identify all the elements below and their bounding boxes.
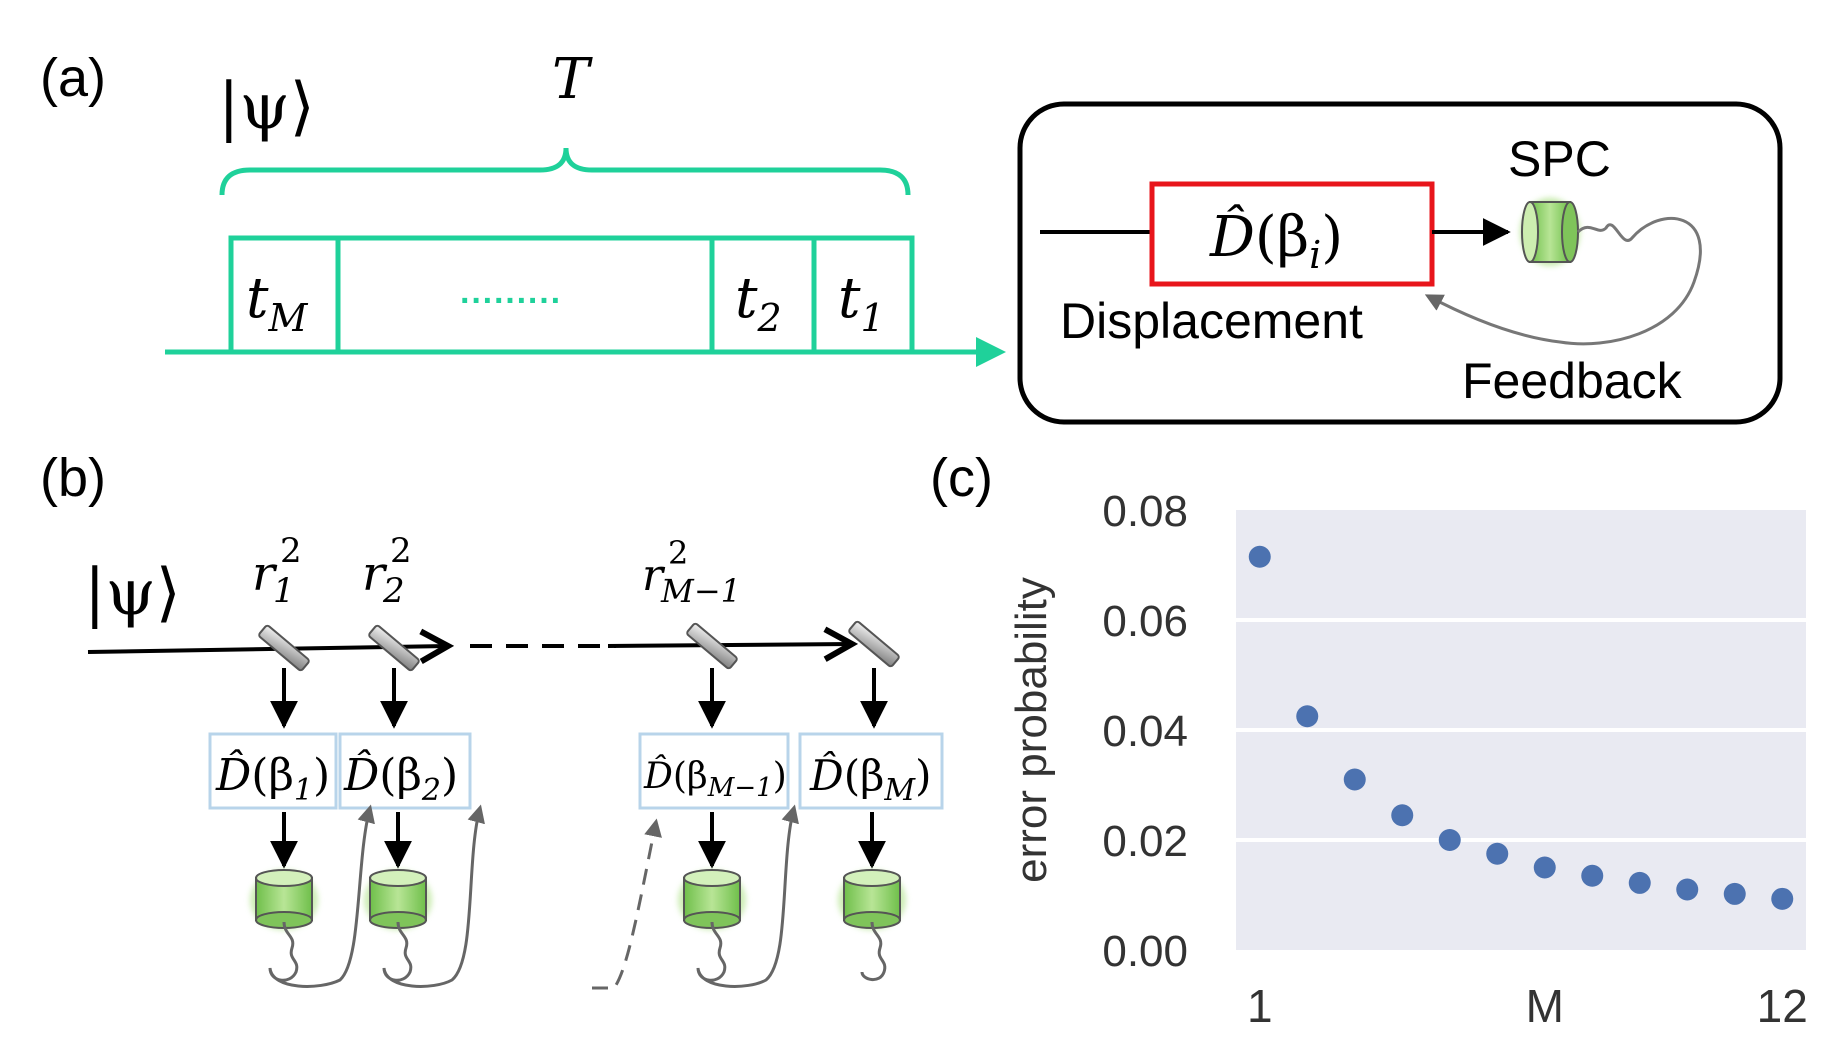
slot-t-1: t1 (838, 266, 885, 340)
optical-path-2 (607, 644, 852, 646)
spc-cable (1424, 217, 1702, 346)
data-point (1628, 871, 1651, 894)
data-points (1248, 545, 1794, 910)
grid-lines (1236, 618, 1806, 842)
svg-text:D̂(βM): D̂(βM) (809, 749, 931, 808)
data-point (1771, 887, 1794, 910)
beam-splitter-icons (258, 620, 900, 672)
slot-ellipsis: ········· (460, 282, 562, 320)
data-point (1391, 804, 1414, 827)
spc-detector-icon (1520, 198, 1580, 266)
panel-a-label: (a) (40, 48, 106, 108)
slot-t-m: tM (246, 266, 309, 340)
time-brace (219, 147, 911, 196)
splitter-sup-1: 2 (280, 531, 302, 571)
slot-t-2: t2 (735, 266, 782, 340)
panel-b-label: (b) (40, 448, 106, 508)
splitter-label-2: r2 (362, 546, 405, 611)
y-axis-label: error probability (1007, 577, 1056, 883)
y-tick-label: 0.02 (1102, 817, 1188, 866)
x-tick-labels: 1 M 12 (1247, 980, 1808, 1032)
displacement-operator: D̂(βi) (1209, 203, 1343, 277)
panel-c: (c) 0.08 0.06 0.04 0.02 0.00 1 M 12 error prob… (930, 448, 1808, 1032)
displacement-stage-1: D̂(β1) (208, 732, 338, 810)
data-point (1296, 705, 1319, 728)
x-tick-label: 12 (1757, 980, 1808, 1032)
data-point (1248, 545, 1271, 568)
data-point (1486, 842, 1509, 865)
displacement-stage-2: D̂(β2) (338, 732, 472, 810)
y-tick-label: 0.08 (1102, 487, 1188, 536)
detector-icons (250, 869, 906, 930)
detector-arrows (270, 812, 886, 869)
displacement-stage-m: D̂(βM) (798, 732, 944, 810)
data-point (1438, 829, 1461, 851)
y-tick-labels: 0.08 0.06 0.04 0.02 0.00 (1102, 487, 1188, 976)
svg-text:D̂(βM−1): D̂(βM−1) (643, 754, 787, 803)
panel-a-state-ket: |ψ⟩ (218, 70, 315, 144)
data-point (1533, 856, 1556, 879)
svg-text:D̂(β1): D̂(β1) (215, 748, 330, 808)
y-tick-label: 0.00 (1102, 927, 1188, 976)
panel-b-state-ket: |ψ⟩ (84, 556, 181, 630)
splitter-label-m-minus-1: rM−1 (642, 550, 741, 610)
data-point (1676, 878, 1699, 901)
panel-c-label: (c) (930, 448, 993, 508)
data-point (1723, 882, 1746, 905)
displacement-stage-m-minus-1: D̂(βM−1) (638, 732, 790, 810)
downward-arrows (270, 668, 888, 729)
feedback-cables (268, 804, 887, 990)
splitter-label-1: r1 (252, 546, 295, 611)
svg-text:D̂(β2): D̂(β2) (343, 748, 458, 808)
panel-b: (b) |ψ⟩ r1 2 r2 2 rM−1 2 (40, 448, 944, 990)
spc-label: SPC (1508, 131, 1611, 187)
splitter-sup-2: 2 (390, 531, 412, 571)
panel-a: (a) |ψ⟩ T tM ········· t2 t1 D̂(βi) (40, 47, 1783, 425)
x-tick-label: 1 (1247, 980, 1273, 1032)
y-tick-label: 0.06 (1102, 597, 1188, 646)
y-tick-label: 0.04 (1102, 707, 1188, 756)
feedback-label: Feedback (1462, 353, 1683, 409)
total-time-label: T (552, 47, 593, 112)
splitter-sup-m-minus-1: 2 (668, 534, 688, 572)
x-tick-label: M (1526, 980, 1564, 1032)
displacement-label: Displacement (1060, 293, 1363, 349)
data-point (1343, 768, 1366, 791)
data-point (1581, 864, 1604, 887)
pulse-slots (228, 235, 915, 352)
